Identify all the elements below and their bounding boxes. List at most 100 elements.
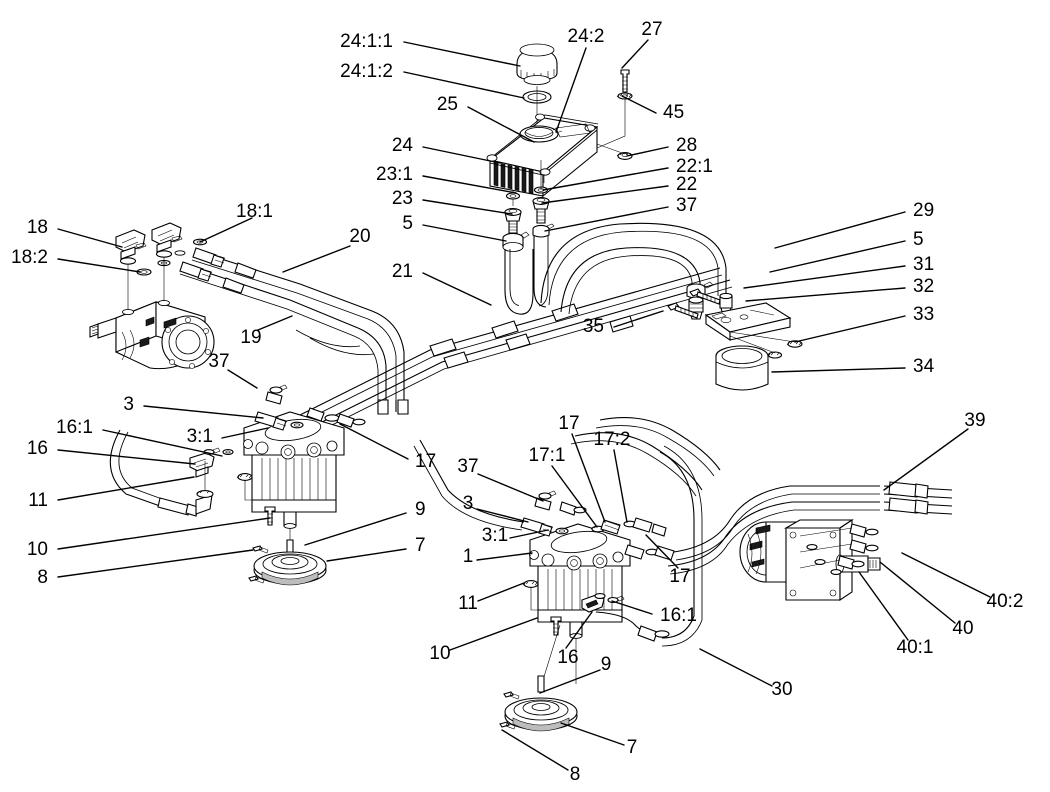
center-pump-manifold-assembly	[499, 490, 675, 732]
leader-line-9	[539, 669, 601, 694]
callout-label-25: 25	[437, 94, 458, 115]
callout-label-24-1-2: 24:1:2	[340, 61, 393, 82]
callout-label-7: 7	[415, 535, 426, 556]
leader-line-10	[449, 617, 538, 651]
leader-line-40-1	[858, 571, 909, 641]
callout-label-18: 18	[27, 217, 48, 238]
filter-canister-34	[715, 345, 769, 391]
leader-line-35	[613, 310, 664, 328]
fitting-17-2	[623, 517, 667, 537]
callout-label-40-1: 40:1	[897, 637, 934, 658]
callout-label-40-2: 40:2	[987, 591, 1024, 612]
fitting-3-left	[254, 411, 304, 431]
callout-label-16-1: 16:1	[660, 605, 697, 626]
leader-line-16	[565, 611, 593, 649]
leader-line-34	[771, 367, 906, 373]
callout-label-45: 45	[663, 102, 684, 123]
leader-line-19	[257, 315, 293, 331]
leader-line-7	[326, 548, 407, 562]
reservoir-tank-body	[486, 113, 599, 198]
leader-line-3-1	[509, 529, 549, 539]
callout-label-19: 19	[240, 327, 261, 348]
leader-line-30	[699, 648, 773, 687]
callout-label-33: 33	[913, 304, 934, 325]
wheel-motor-body-left	[89, 299, 215, 370]
callout-label-17: 17	[415, 451, 436, 472]
callout-label-1: 1	[463, 546, 474, 567]
leader-line-3-1	[221, 427, 269, 439]
pulley-7-center	[504, 697, 578, 732]
callout-label-16: 16	[27, 438, 48, 459]
leader-line-17	[645, 534, 679, 569]
pulley-7-left	[253, 551, 327, 586]
bolts-8-left	[248, 545, 269, 584]
elbow-16-center	[581, 593, 625, 613]
leader-line-10	[57, 517, 271, 550]
callout-label-21: 21	[392, 261, 413, 282]
bolts-8-center	[499, 691, 520, 730]
callout-label-35: 35	[583, 316, 604, 337]
hose-clamp-5-left	[502, 231, 530, 252]
leader-line-8	[57, 549, 254, 578]
callout-leader-lines	[57, 39, 991, 771]
callout-label-18-1: 18:1	[236, 201, 273, 222]
leader-line-24-2	[555, 47, 587, 133]
leader-line-22-1	[542, 167, 669, 191]
callout-label-23-1: 23:1	[376, 164, 413, 185]
leader-line-21	[422, 272, 492, 306]
leader-line-40	[879, 561, 956, 624]
leader-line-17-2	[613, 449, 628, 523]
leader-line-18-1	[199, 217, 253, 243]
callout-label-10: 10	[429, 643, 450, 664]
callout-label-3: 3	[123, 394, 134, 415]
elbow-fitting-18b	[151, 222, 183, 258]
callout-label-8: 8	[37, 567, 48, 588]
leader-line-29	[774, 211, 906, 249]
leader-line-17-1	[551, 465, 598, 528]
leader-line-18	[57, 228, 123, 248]
leader-line-18-2	[57, 258, 141, 273]
hose-17-30-routing	[413, 417, 880, 647]
leader-line-23	[422, 199, 513, 215]
fitting-17-center	[600, 519, 621, 535]
leader-line-3	[476, 508, 529, 523]
filter-mount-plate-32	[704, 302, 792, 342]
callout-label-30: 30	[771, 679, 792, 700]
leader-line-20	[282, 245, 351, 273]
callout-label-11: 11	[458, 593, 478, 614]
callout-label-5: 5	[402, 213, 413, 234]
callout-label-3-1: 3:1	[482, 525, 508, 546]
leader-line-23-1	[422, 175, 517, 194]
exploded-assembly-artwork	[89, 43, 953, 732]
callout-label-3-1: 3:1	[187, 426, 213, 447]
leader-line-27	[621, 39, 649, 69]
washer-45	[616, 92, 633, 100]
callout-label-40: 40	[952, 618, 973, 639]
leader-line-28	[626, 146, 669, 157]
screw-27	[620, 69, 630, 93]
callout-label-17-1: 17:1	[529, 445, 566, 466]
leader-line-31	[743, 265, 906, 289]
pump-body-center	[529, 523, 631, 639]
bolt-10-left	[264, 506, 276, 526]
leader-line-24	[422, 146, 501, 164]
leader-line-11	[477, 582, 525, 602]
fitting-3-center	[520, 517, 569, 537]
leader-line-25	[467, 106, 535, 143]
leader-line-5	[769, 240, 906, 273]
leader-line-40-2	[901, 552, 991, 598]
fitting-40-group	[837, 523, 879, 570]
callout-label-20: 20	[349, 226, 370, 247]
tank-cap	[516, 43, 558, 85]
callout-label-22-1: 22:1	[676, 156, 713, 177]
callout-label-37: 37	[457, 456, 478, 477]
callout-label-11: 11	[28, 490, 48, 511]
fitting-row-right-left-pump	[306, 407, 366, 428]
leader-line-17	[339, 423, 409, 460]
wheel-motor-body-right	[739, 518, 881, 602]
fitting-17-right	[624, 544, 675, 561]
nut-28	[616, 152, 633, 160]
leader-line-7	[560, 722, 625, 746]
